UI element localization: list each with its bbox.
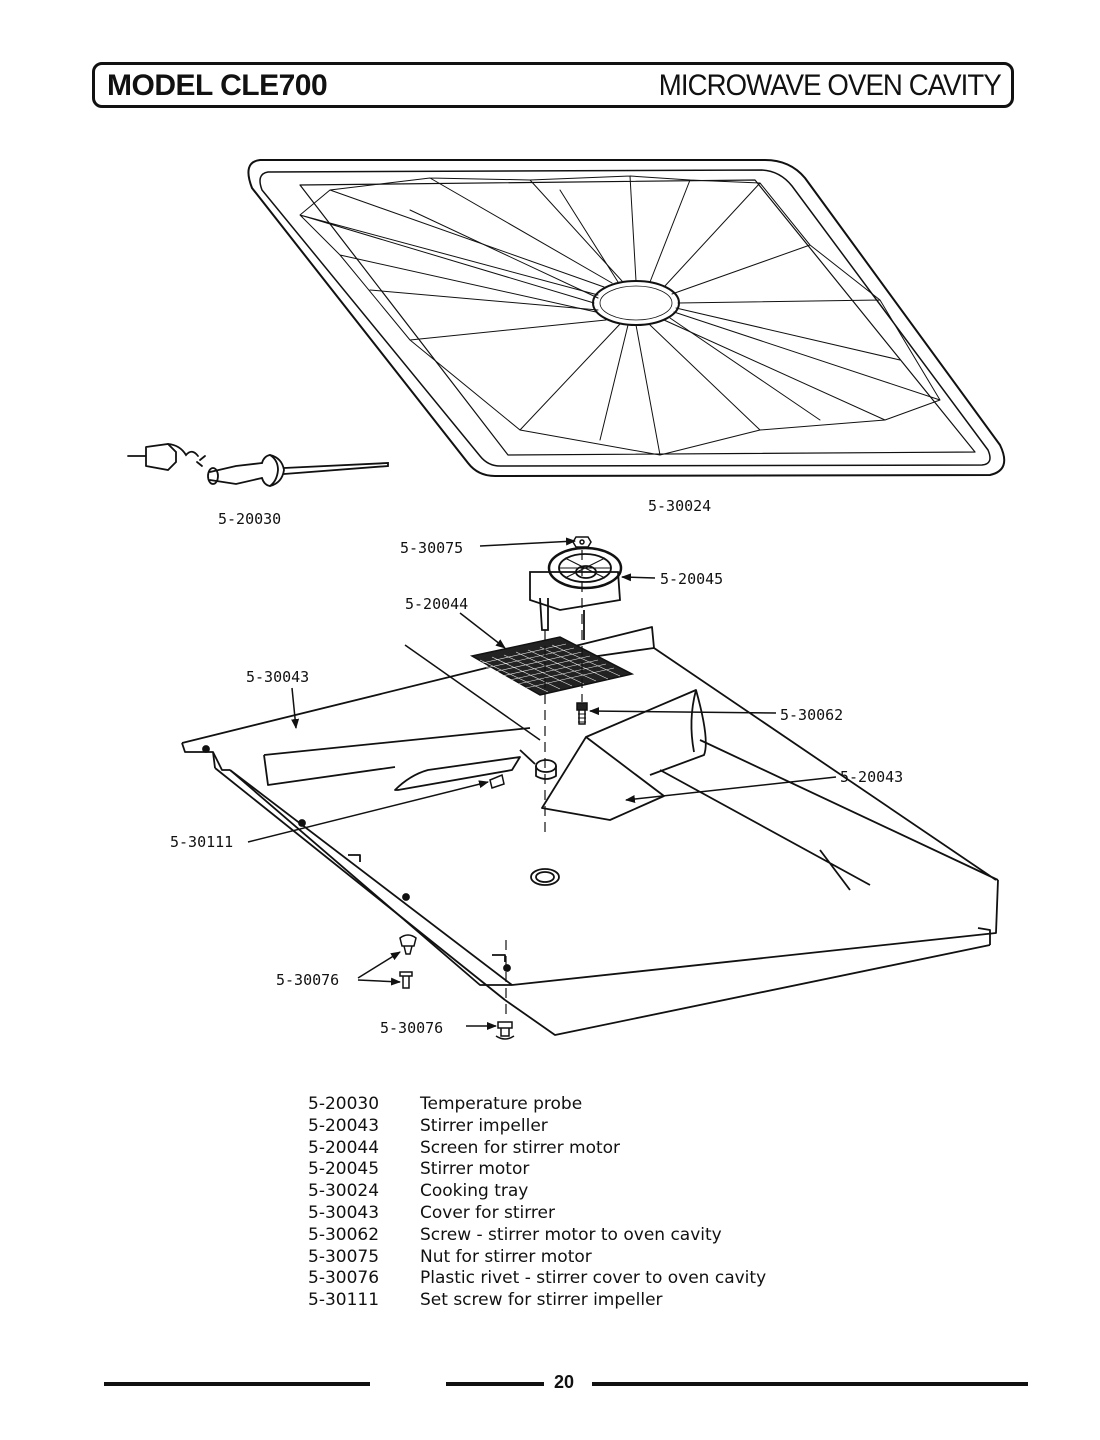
label-rivet-single: 5-30076 [380, 1019, 443, 1037]
legend-row: 5-30062 Screw - stirrer motor to oven cav… [308, 1225, 868, 1247]
legend-row: 5-30043 Cover for stirrer [308, 1203, 868, 1225]
stirrer-screen [404, 636, 635, 741]
legend-description: Cooking tray [420, 1181, 529, 1202]
assembly-centerlines [505, 550, 583, 1018]
legend-description: Set screw for stirrer impeller [420, 1290, 663, 1311]
legend-code: 5-30111 [308, 1290, 380, 1311]
label-motor-screw: 5-30062 [780, 706, 843, 724]
stirrer-cover [181, 626, 999, 1036]
legend-code: 5-30024 [308, 1181, 380, 1202]
legend-row: 5-30111 Set screw for stirrer impeller [308, 1290, 868, 1312]
footer-rule-middle [446, 1382, 544, 1386]
legend-row: 5-20030 Temperature probe [308, 1094, 868, 1116]
legend-row: 5-30024 Cooking tray [308, 1181, 868, 1203]
footer-rule-left [104, 1382, 370, 1386]
legend-row: 5-20045 Stirrer motor [308, 1159, 868, 1181]
legend-code: 5-30075 [308, 1246, 380, 1267]
label-stirrer-impeller: 5-20043 [840, 768, 903, 786]
label-stirrer-motor: 5-20045 [660, 570, 723, 588]
legend-description: Screw - stirrer motor to oven cavity [420, 1224, 722, 1245]
page-number: 20 [554, 1372, 575, 1392]
model-title: MODEL CLE700 [107, 69, 328, 102]
section-title: MICROWAVE OVEN CAVITY [658, 69, 1002, 102]
legend-description: Cover for stirrer [420, 1202, 555, 1223]
legend-code: 5-20045 [308, 1159, 380, 1180]
motor-screw [576, 702, 588, 725]
legend-description: Screen for stirrer motor [420, 1137, 621, 1158]
legend-code: 5-30076 [308, 1268, 380, 1289]
legend-row: 5-30075 Nut for stirrer motor [308, 1247, 868, 1269]
header-box: MODEL CLE700 MICROWAVE OVEN CAVITY [92, 62, 1014, 108]
legend-description: Stirrer motor [420, 1159, 530, 1180]
temperature-probe [127, 443, 389, 487]
label-motor-nut: 5-30075 [400, 539, 463, 557]
footer-rule-right [592, 1382, 1028, 1386]
legend-description: Temperature probe [420, 1094, 583, 1114]
plastic-rivets [399, 934, 515, 1040]
stirrer-motor [529, 546, 623, 640]
legend-code: 5-20044 [308, 1137, 380, 1158]
legend-row: 5-20043 Stirrer impeller [308, 1116, 868, 1138]
label-cooking-tray: 5-30024 [648, 497, 711, 515]
legend-description: Nut for stirrer motor [420, 1246, 592, 1267]
legend-code: 5-30062 [308, 1224, 380, 1245]
legend-code: 5-20030 [308, 1094, 380, 1114]
legend-row: 5-20044 Screen for stirrer motor [308, 1138, 868, 1160]
legend-code: 5-30043 [308, 1202, 380, 1223]
label-temperature-probe: 5-20030 [218, 510, 281, 528]
label-stirrer-screen: 5-20044 [405, 595, 468, 613]
stirrer-impeller [519, 689, 707, 821]
legend-description: Stirrer impeller [420, 1115, 548, 1136]
label-set-screw: 5-30111 [170, 833, 233, 851]
impeller-set-screw [489, 773, 505, 789]
cooking-tray [247, 159, 1006, 477]
leader-lines [247, 537, 837, 1030]
label-stirrer-cover: 5-30043 [246, 668, 309, 686]
label-rivet-pair: 5-30076 [276, 971, 339, 989]
motor-nut [572, 536, 592, 548]
legend-description: Plastic rivet - stirrer cover to oven ca… [420, 1268, 767, 1289]
legend-code: 5-20043 [308, 1115, 380, 1136]
legend-row: 5-30076 Plastic rivet - stirrer cover to … [308, 1268, 868, 1290]
